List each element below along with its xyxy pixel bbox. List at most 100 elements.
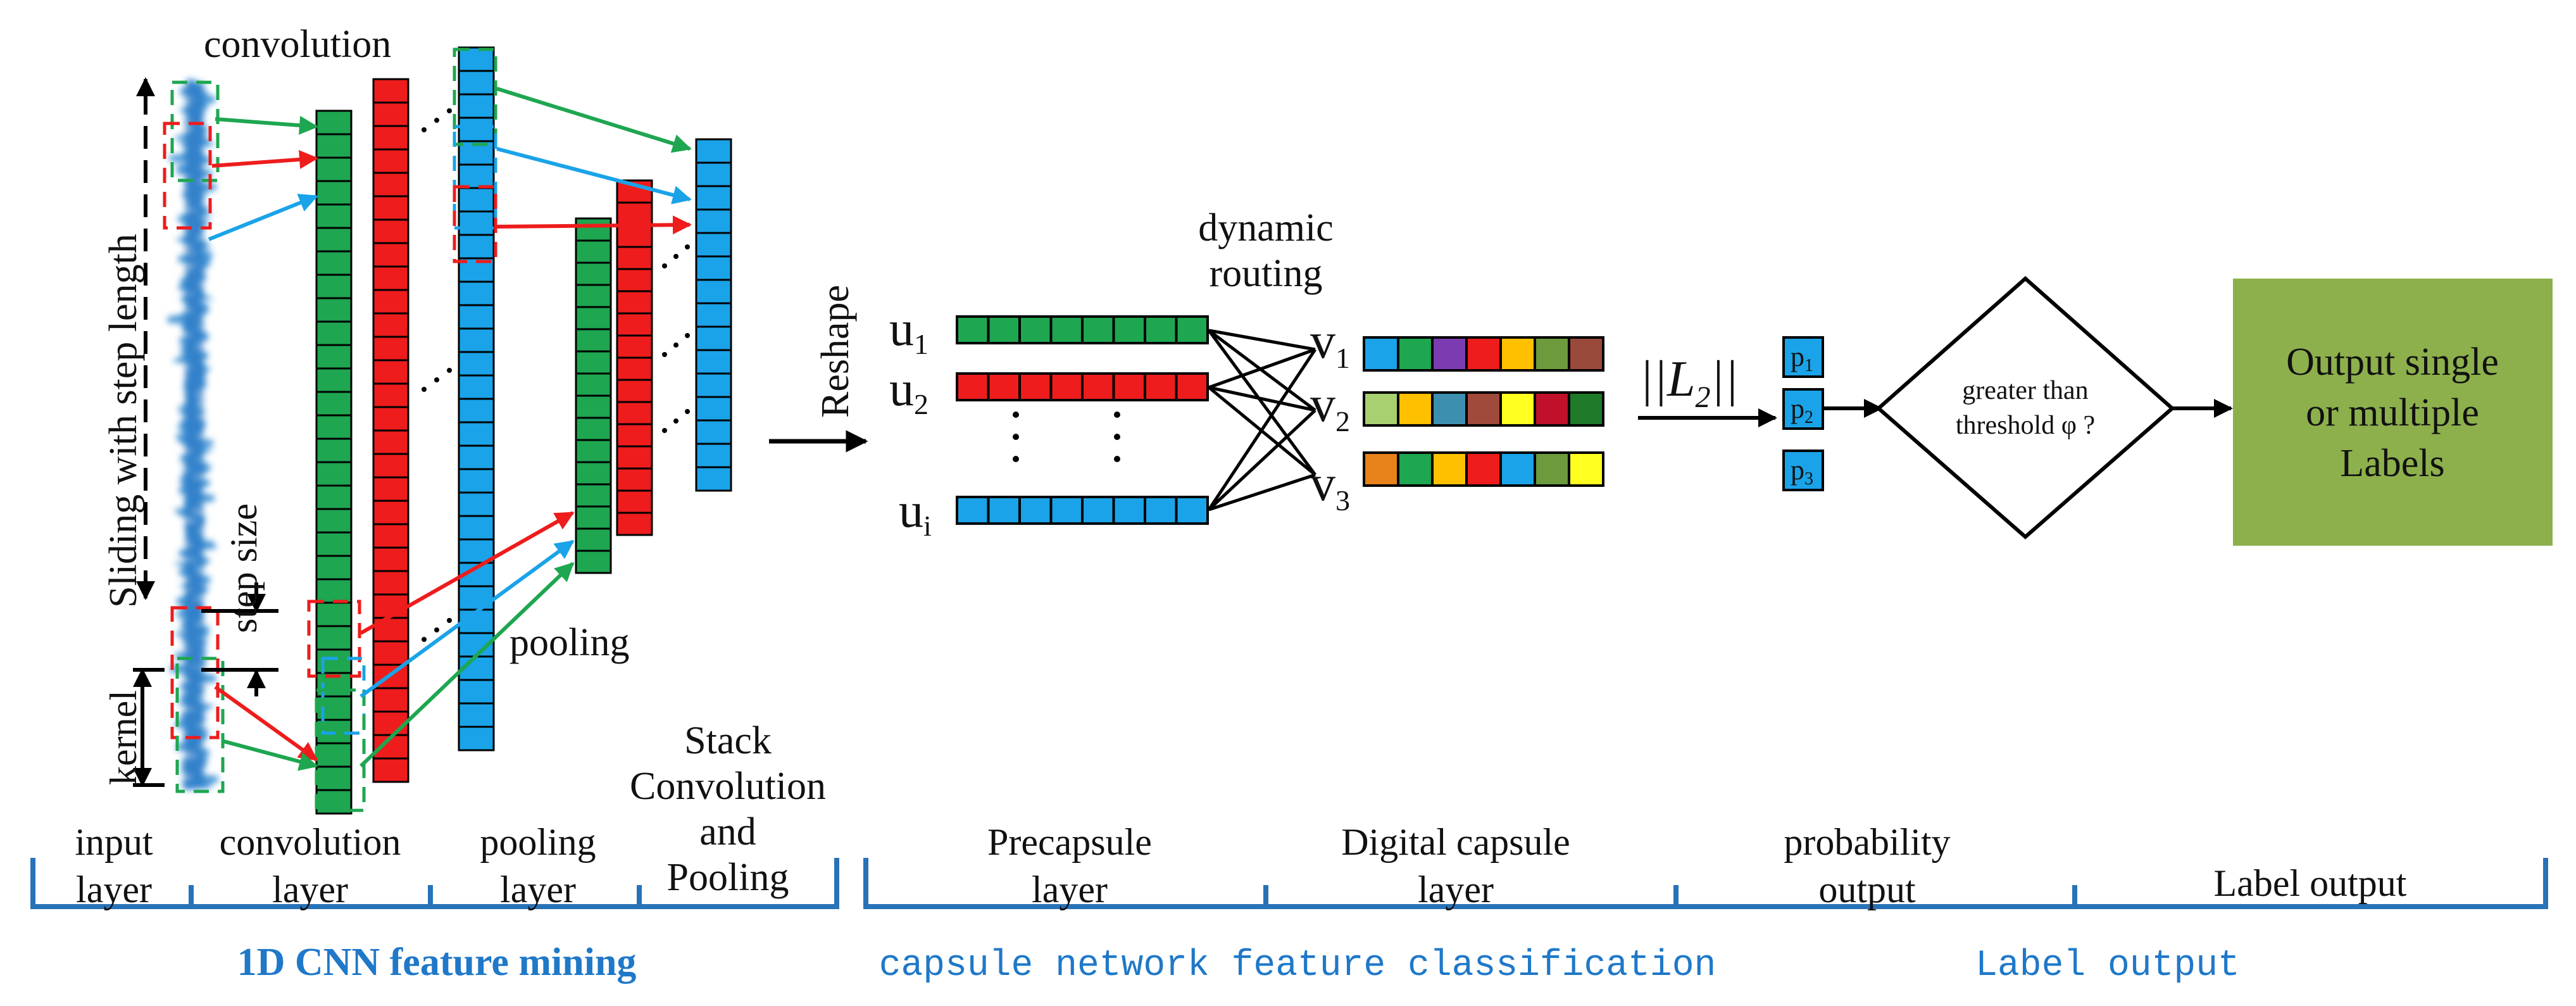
capsule-cell [1534, 391, 1570, 427]
column-cell [575, 372, 612, 397]
column-cell [575, 394, 612, 419]
section-cnn: 1D CNN feature mining [237, 941, 637, 984]
column-cell [695, 161, 732, 187]
column-cell [315, 133, 353, 159]
column-cell [575, 550, 612, 574]
column-cell [315, 227, 353, 253]
stage-precap-2: layer [1032, 869, 1108, 910]
connection-arrows [208, 87, 692, 771]
column-cell [315, 437, 353, 463]
step-size-label: step size [223, 503, 265, 633]
v3-label: v3 [1310, 456, 1350, 517]
column-cell [458, 585, 495, 611]
capsule-cell [1363, 391, 1399, 427]
column-cell [315, 508, 353, 534]
column-cell [695, 466, 732, 492]
column-cell [315, 203, 353, 229]
column-cell [575, 505, 612, 530]
kernel-windows [163, 80, 225, 793]
column-cell [575, 350, 612, 375]
column-cell [458, 702, 495, 728]
capsule-cell [956, 496, 990, 525]
column-cell [315, 484, 353, 510]
pool-column-blue [695, 138, 732, 492]
column-cell [372, 640, 410, 666]
column-cell [616, 268, 653, 292]
input-signal [167, 79, 218, 790]
column-cell [372, 523, 410, 549]
column-cell [315, 367, 353, 393]
column-cell [458, 46, 495, 72]
column-cell [616, 356, 653, 381]
stack-label-1: Stack [684, 719, 772, 762]
column-cell [695, 208, 732, 234]
stage-digicap-2: layer [1418, 869, 1494, 910]
capsule-cell [1397, 336, 1434, 372]
column-cell [695, 325, 732, 351]
feature-map-columns [315, 46, 732, 815]
column-cell [616, 201, 653, 226]
convolution-label: convolution [204, 23, 391, 66]
stage-precap-1: Precapsule [987, 821, 1152, 863]
sliding-label: Sliding with step length [102, 234, 145, 608]
p2-box [1782, 388, 1824, 430]
output-line-1: Output single [2286, 341, 2499, 384]
column-cell [315, 625, 353, 651]
conv-column-blue [458, 46, 495, 751]
capsule-cell [1049, 496, 1084, 525]
capsule-cell [1175, 315, 1209, 344]
column-cell [458, 210, 495, 236]
digital-capsule-v1 [1363, 336, 1604, 372]
column-cell [458, 444, 495, 470]
capsule-cell [1144, 315, 1178, 344]
stage-pool-2: layer [500, 869, 576, 910]
capsule-cell [1568, 336, 1604, 372]
column-cell [458, 491, 495, 517]
capsule-cell [987, 372, 1021, 401]
stage-labels: input layer convolution layer pooling la… [75, 821, 2406, 910]
column-cell [372, 218, 410, 244]
column-cell [315, 250, 353, 276]
capsule-cell [1568, 451, 1604, 487]
norm-label: ||L2|| [1639, 351, 1738, 414]
column-cell [372, 265, 410, 291]
column-cell [575, 284, 612, 308]
dynamic-label: dynamic [1198, 206, 1334, 249]
capsule-cell [1081, 496, 1115, 525]
p3-label: p3 [1791, 455, 1813, 489]
column-cell [372, 148, 410, 174]
stack-label-2: Convolution [630, 765, 826, 808]
threshold-decision [1875, 275, 2175, 539]
column-cell [315, 344, 353, 370]
column-cell [575, 306, 612, 330]
capsule-cell [1363, 336, 1399, 372]
decision-line-1: greater than [1962, 376, 2088, 405]
column-cell [575, 217, 612, 242]
column-cell [458, 374, 495, 400]
column-cell [315, 180, 353, 206]
kernel-label: kernel [103, 690, 144, 785]
output-box [2233, 279, 2553, 546]
digital-capsule-rows [1363, 336, 1604, 487]
column-cell [372, 476, 410, 502]
column-cell [372, 242, 410, 268]
p2-label: p2 [1791, 393, 1813, 427]
column-cell [575, 483, 612, 508]
capsule-cell [987, 496, 1021, 525]
column-cell [616, 379, 653, 403]
column-cell [616, 312, 653, 337]
column-cell [372, 710, 410, 736]
stage-input-1: input [75, 821, 153, 863]
column-cell [575, 439, 612, 463]
capsule-cell [987, 315, 1021, 344]
column-cell [616, 423, 653, 448]
stage-conv-1: convolution [220, 821, 401, 863]
u1-label: u1 [889, 301, 928, 360]
column-cell [575, 461, 612, 486]
capsule-cell [1431, 451, 1468, 487]
column-cell [372, 453, 410, 479]
stage-conv-2: layer [272, 869, 348, 910]
column-cell [695, 279, 732, 305]
column-cell [315, 391, 353, 417]
